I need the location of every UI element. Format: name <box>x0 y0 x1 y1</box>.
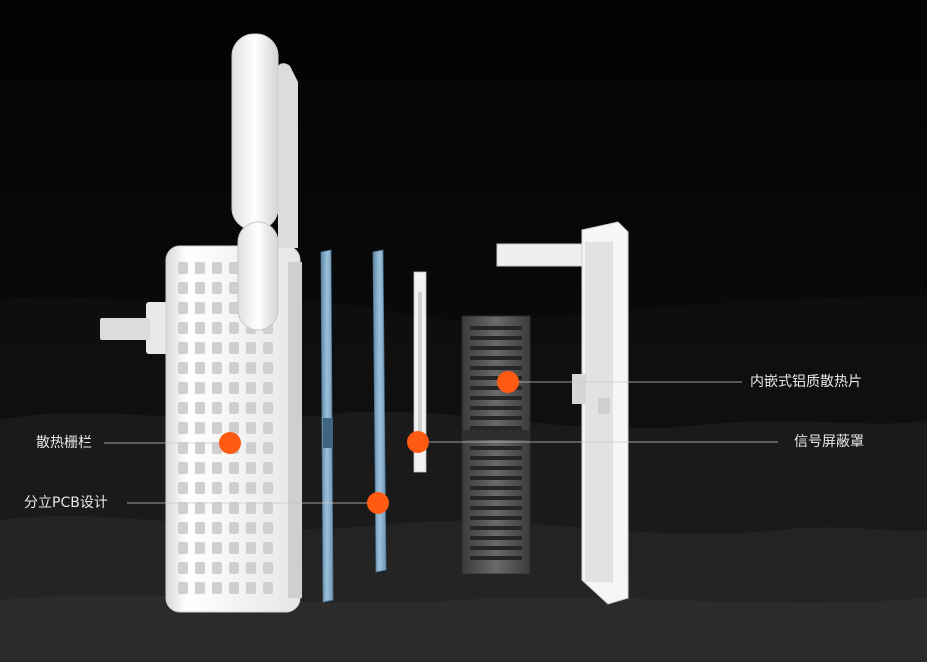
pcb-board-1 <box>320 249 334 603</box>
pcb-board-2 <box>372 249 387 573</box>
vent-grille <box>178 262 273 594</box>
marker-heatsink <box>497 371 519 393</box>
shield-plate <box>413 271 427 473</box>
leader-lines <box>104 381 778 504</box>
antennas <box>231 33 298 331</box>
plug-pin <box>100 318 150 340</box>
marker-signal-shield <box>407 431 429 453</box>
label-split-pcb: 分立PCB设计 <box>24 495 108 511</box>
label-aluminum-heatsink: 内嵌式铝质散热片 <box>750 374 862 390</box>
marker-split-pcb <box>367 492 389 514</box>
label-signal-shield: 信号屏蔽罩 <box>794 434 864 450</box>
callout-markers <box>219 371 519 514</box>
marker-heat-grille <box>219 432 241 454</box>
front-housing <box>100 245 302 613</box>
back-cover <box>496 221 629 605</box>
label-heat-grille: 散热栅栏 <box>36 435 92 451</box>
aluminum-heatsink <box>461 315 531 575</box>
